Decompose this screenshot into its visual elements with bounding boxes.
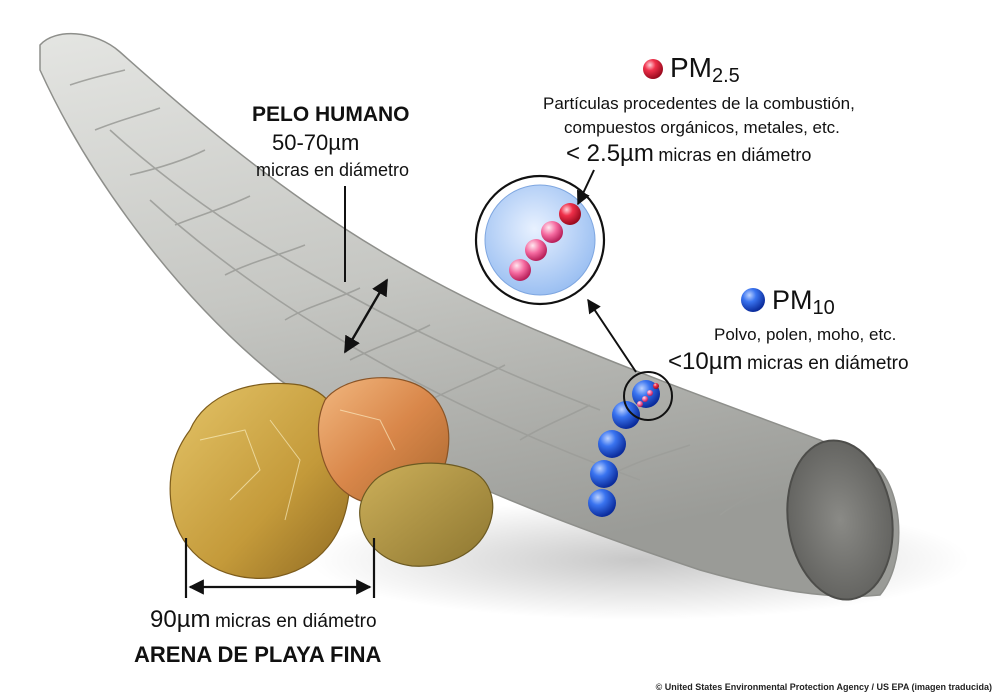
pm10-subscript: 10 bbox=[812, 297, 835, 319]
pm25-size: < 2.5µm micras en diámetro bbox=[566, 140, 811, 168]
pm10-description: Polvo, polen, moho, etc. bbox=[714, 325, 897, 344]
sand-diameter-bracket bbox=[184, 538, 376, 598]
pm25-particle bbox=[541, 221, 563, 243]
pm10-particle-chain bbox=[588, 401, 640, 517]
hair-caption: micras en diámetro bbox=[256, 160, 410, 180]
pm-zoom-large-circle bbox=[474, 174, 606, 306]
sand-title: ARENA DE PLAYA FINA bbox=[134, 642, 382, 667]
zoom-arrow bbox=[587, 298, 637, 373]
hair-size: 50-70µm bbox=[272, 130, 359, 156]
pm25-particle bbox=[559, 203, 581, 225]
copyright-credit: © United States Environmental Protection… bbox=[655, 682, 992, 692]
hair-cross-section bbox=[786, 439, 894, 601]
pm10-size-value: <10 bbox=[668, 348, 709, 375]
pm-zoom-small-circle bbox=[623, 371, 673, 421]
pm25-particle bbox=[509, 259, 531, 281]
sand-size-unit: µm bbox=[176, 606, 211, 633]
pm25-particle bbox=[525, 239, 547, 261]
pm10-prefix: PM bbox=[772, 285, 813, 315]
pm10-title: PM10 bbox=[772, 285, 835, 320]
sand-size: 90µm micras en diámetro bbox=[150, 606, 377, 634]
pm25-legend-icon bbox=[643, 59, 663, 79]
pm25-subscript: 2.5 bbox=[712, 65, 740, 87]
pm25-size-value: < 2.5 bbox=[566, 140, 621, 167]
pm25-caption: micras en diámetro bbox=[658, 145, 812, 165]
sand-grains-illustration bbox=[169, 377, 494, 579]
hair-title: PELO HUMANO bbox=[252, 103, 410, 126]
pm10-size: <10µm micras en diámetro bbox=[668, 348, 909, 376]
human-hair-illustration bbox=[39, 33, 900, 601]
pm10-caption: micras en diámetro bbox=[747, 353, 909, 374]
pm25-pointer-arrow bbox=[577, 169, 595, 206]
sand-caption: micras en diámetro bbox=[214, 611, 377, 632]
pm25-description-line2: compuestos orgánicos, metales, etc. bbox=[564, 118, 840, 137]
sand-size-value: 90 bbox=[150, 606, 177, 633]
pm25-title: PM2.5 bbox=[670, 52, 740, 88]
hair-size-value: 50-70 bbox=[272, 130, 329, 155]
pm10-legend-icon bbox=[741, 288, 765, 312]
pm25-size-unit: µm bbox=[620, 140, 654, 167]
pm25-prefix: PM bbox=[670, 52, 712, 83]
pm10-size-unit: µm bbox=[708, 348, 743, 375]
hair-diameter-arrow bbox=[343, 278, 389, 354]
pm25-description-line1: Partículas procedentes de la combustión, bbox=[543, 94, 855, 113]
hair-size-unit: µm bbox=[328, 130, 360, 155]
